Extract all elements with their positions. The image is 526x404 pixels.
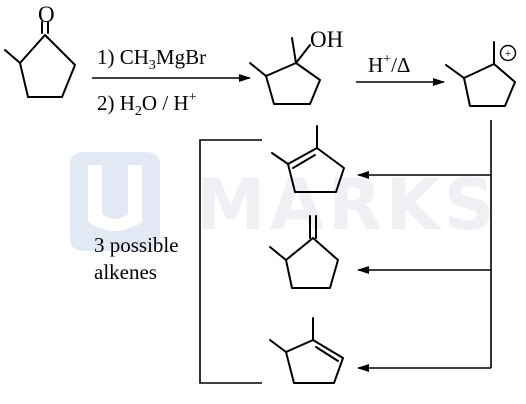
- cation-charge: +: [505, 46, 512, 60]
- alkene-3-structure: [269, 317, 344, 384]
- hydroxyl-label: OH: [310, 27, 343, 52]
- watermark-text: MARKS: [196, 164, 499, 246]
- acid-heat-label: H+/Δ: [368, 52, 410, 77]
- reagent-arrow-1: 1) CH3MgBr 2) H2O / H+: [92, 45, 251, 119]
- reagent-step-1: 1) CH3MgBr: [97, 45, 206, 73]
- label-line-2: alkenes: [94, 260, 157, 284]
- carbocation-structure: +: [445, 41, 517, 107]
- alkene-1-structure: [271, 125, 345, 193]
- alkene-2-structure: [269, 215, 339, 289]
- alkenes-bracket: [199, 139, 262, 384]
- oxygen-label: O: [38, 2, 55, 27]
- reagent-step-2: 2) H2O / H+: [97, 90, 197, 119]
- label-line-1: 3 possible: [94, 233, 179, 257]
- branch-arrows: [357, 120, 492, 372]
- positive-charge-icon: [499, 44, 517, 62]
- alcohol-structure: OH: [249, 27, 343, 105]
- ketone-structure: O: [4, 2, 76, 98]
- acid-heat-arrow: H+/Δ: [356, 52, 445, 86]
